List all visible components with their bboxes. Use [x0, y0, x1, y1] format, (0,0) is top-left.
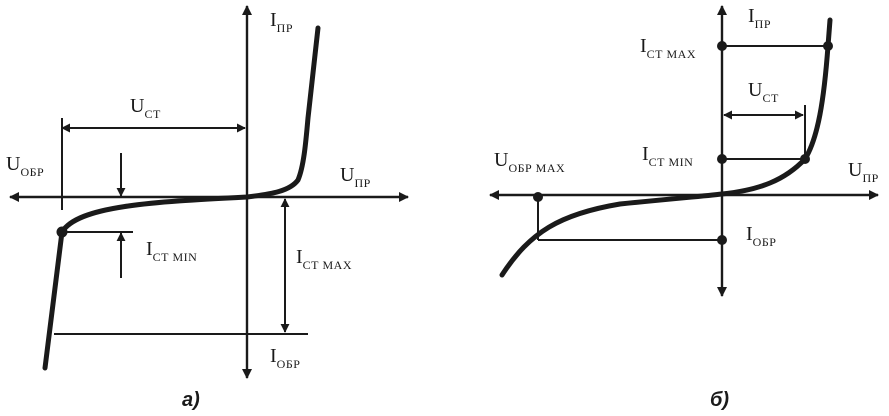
panel-b-label-i-st-min: IСТ MIN [642, 143, 693, 169]
panel-b-u-obr-max-dot [533, 192, 543, 202]
panel-a: IПР UСТ UОБР UПР IСТ MIN IСТ MAX IОБР а) [6, 5, 409, 411]
panel-a-label-u-obr: UОБР [6, 153, 44, 179]
panel-a-breakdown-point [56, 226, 68, 238]
panel-b-label-i-obr: IОБР [746, 223, 776, 249]
panel-b-caption: б) [710, 389, 729, 411]
panel-b-label-i-st-max: IСТ MAX [640, 35, 696, 61]
panel-a-label-u-st: UСТ [130, 95, 161, 121]
panel-b: IПР IСТ MAX UСТ UОБР MAX IСТ MIN UПР IОБ… [489, 5, 879, 411]
panel-a-label-i-st-max: IСТ MAX [296, 246, 352, 272]
panel-b-i-st-min-axis-dot [717, 154, 727, 164]
panel-b-i-st-max-axis-dot [717, 41, 727, 51]
panel-b-iv-curve [499, 17, 833, 278]
panel-b-label-u-pr: UПР [848, 159, 879, 185]
panel-b-i-st-max-curve-dot [823, 41, 833, 51]
panel-a-label-i-st-min: IСТ MIN [146, 238, 197, 264]
panel-a-caption: а) [182, 389, 200, 411]
panel-b-label-u-st: UСТ [748, 79, 779, 105]
panel-a-label-u-pr: UПР [340, 164, 371, 190]
panel-b-label-u-obr-max: UОБР MAX [494, 149, 565, 175]
panel-b-i-st-min-curve-dot [800, 154, 810, 164]
panel-b-label-i-pr: IПР [748, 5, 771, 31]
panel-a-label-i-obr: IОБР [270, 345, 300, 371]
panel-a-iv-curve [42, 25, 321, 371]
panel-a-label-i-pr: IПР [270, 9, 293, 35]
panel-b-i-obr-axis-dot [717, 235, 727, 245]
